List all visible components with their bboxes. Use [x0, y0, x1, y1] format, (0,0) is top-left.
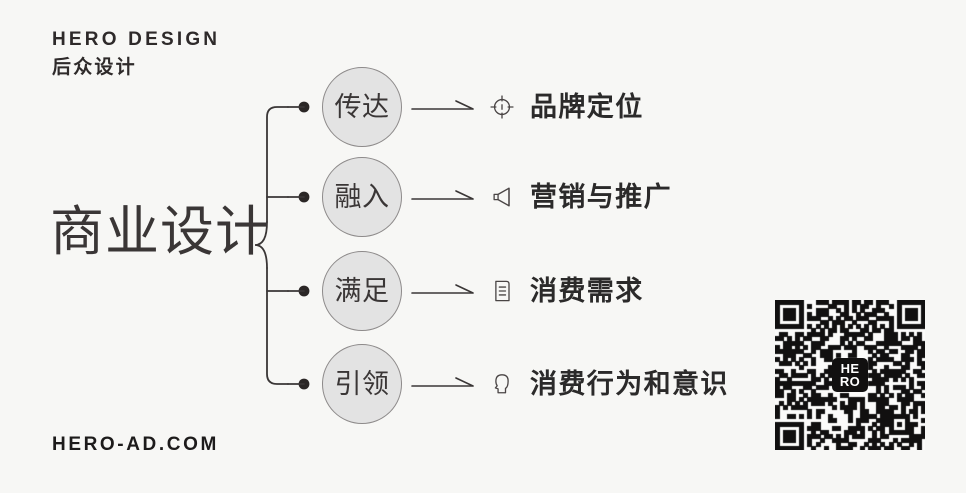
brand-name-en: HERO DESIGN	[52, 29, 221, 50]
head-profile-icon	[486, 368, 518, 400]
footer-website: HERO-AD.COM	[52, 434, 219, 455]
branch-dot	[298, 285, 310, 297]
branch-row-4: 引领 消费行为和意识	[322, 342, 729, 426]
branch-label-4: 消费行为和意识	[530, 368, 729, 399]
arrow-right-icon	[411, 100, 474, 110]
arrow-right-icon	[411, 284, 474, 294]
branch-label-1: 品牌定位	[530, 91, 644, 122]
branch-bubble-2[interactable]: 融入	[322, 157, 402, 237]
qr-center-logo: HE RO	[832, 358, 868, 392]
brand-name-cn: 后众设计	[52, 57, 137, 78]
brand-logo: HERO DESIGN 后众设计	[52, 30, 220, 77]
branch-bubble-4[interactable]: 引领	[322, 344, 402, 424]
qr-logo-line-2: RO	[839, 374, 861, 389]
branch-bubble-label: 引领	[334, 368, 390, 399]
branch-row-3: 满足 消费需求	[322, 249, 644, 333]
branch-bubble-3[interactable]: 满足	[322, 251, 402, 331]
megaphone-icon	[486, 181, 518, 213]
arrow-right-icon	[411, 190, 474, 200]
branch-label-2: 营销与推广	[530, 181, 672, 212]
qr-code[interactable]: HE RO	[775, 300, 925, 450]
arrow-right-icon	[411, 377, 474, 387]
branch-bubble-label: 满足	[334, 275, 390, 306]
branch-bubble-1[interactable]: 传达	[322, 67, 402, 147]
branch-row-2: 融入 营销与推广	[322, 155, 672, 239]
branch-dot	[298, 191, 310, 203]
branch-bubble-label: 传达	[334, 91, 390, 122]
page-title: 商业设计	[50, 202, 270, 262]
document-lines-icon	[486, 275, 518, 307]
branch-dot	[298, 101, 310, 113]
branch-bubble-label: 融入	[334, 181, 390, 212]
qr-logo-line-1: HE	[840, 361, 860, 376]
branch-label-3: 消费需求	[530, 275, 644, 306]
branch-row-1: 传达 品牌定位	[322, 65, 644, 149]
target-crosshair-icon	[486, 91, 518, 123]
branch-dot	[298, 378, 310, 390]
